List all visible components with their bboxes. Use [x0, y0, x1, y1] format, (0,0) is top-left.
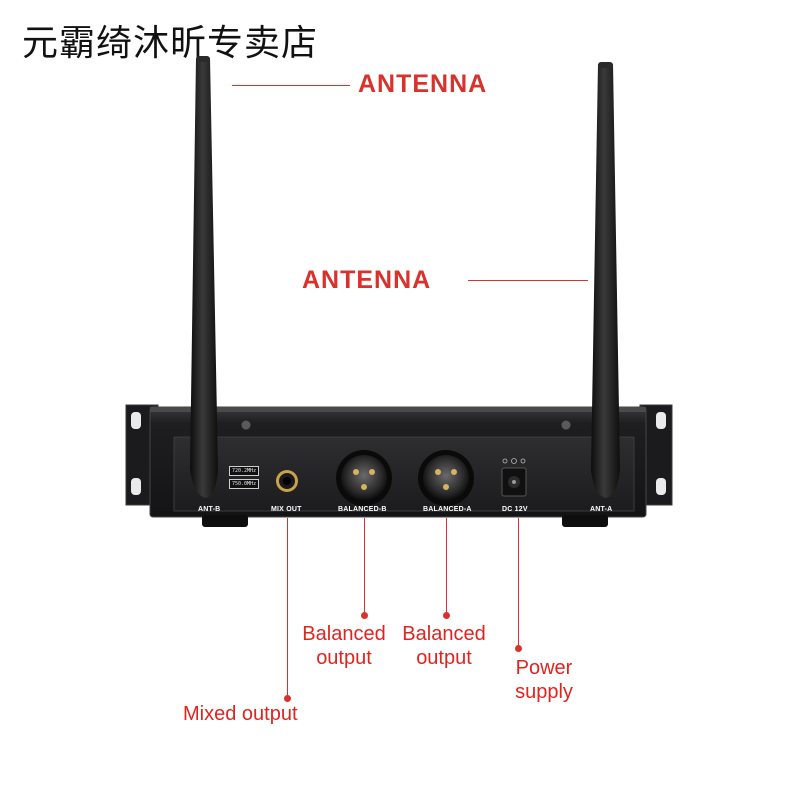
antenna-a [591, 62, 620, 498]
foot-right [562, 515, 608, 527]
balanced-b-leader-dot [361, 612, 368, 619]
port-label-ant-a: ANT-A [590, 506, 613, 513]
port-label-balanced-b: BALANCED-B [338, 506, 387, 513]
port-label-balanced-a: BALANCED-A [423, 506, 472, 513]
balanced-b-callout-line2: output [316, 647, 372, 669]
antenna-left-leader-line [232, 85, 350, 86]
balanced-a-leader-line [446, 518, 447, 614]
antenna-b [190, 56, 218, 498]
power-supply-leader-dot [515, 645, 522, 652]
power-supply-callout-line1: Power [515, 657, 573, 679]
power-supply-callout: Power supply [506, 656, 582, 704]
rear-panel [173, 436, 635, 512]
power-supply-leader-line [518, 518, 519, 648]
balanced-b-callout: Balanced output [296, 622, 392, 670]
port-label-ant-b: ANT-B [198, 506, 221, 513]
screw [240, 419, 252, 431]
dc-power-jack [501, 458, 527, 497]
mixed-output-leader-line [287, 518, 288, 698]
foot-left [202, 515, 248, 527]
frequency-tag: 750.0MHz [229, 479, 260, 489]
xlr-connector-a [418, 450, 474, 506]
balanced-b-callout-line1: Balanced [302, 623, 386, 645]
port-label-mix-out: MIX OUT [271, 506, 302, 513]
antenna-right-callout: ANTENNA [302, 266, 432, 294]
mixed-output-leader-dot [284, 695, 291, 702]
frequency-tag: 720.2MHz [229, 466, 260, 476]
screw [560, 419, 572, 431]
mix-out-jack [276, 470, 298, 492]
balanced-a-leader-dot [443, 612, 450, 619]
store-title: 元霸绮沐昕专卖店 [22, 23, 319, 64]
balanced-a-callout-line1: Balanced [402, 623, 486, 645]
port-label-dc-12v: DC 12V [502, 506, 528, 513]
balanced-b-leader-line [364, 518, 365, 614]
antenna-right-leader-line [468, 280, 588, 281]
xlr-connector-b [336, 450, 392, 506]
rack-ear-right [639, 404, 673, 506]
mixed-output-callout: Mixed output [183, 703, 298, 725]
balanced-a-callout-line2: output [416, 647, 472, 669]
antenna-left-callout: ANTENNA [358, 70, 488, 98]
power-supply-callout-line2: supply [515, 681, 573, 703]
balanced-a-callout: Balanced output [396, 622, 492, 670]
